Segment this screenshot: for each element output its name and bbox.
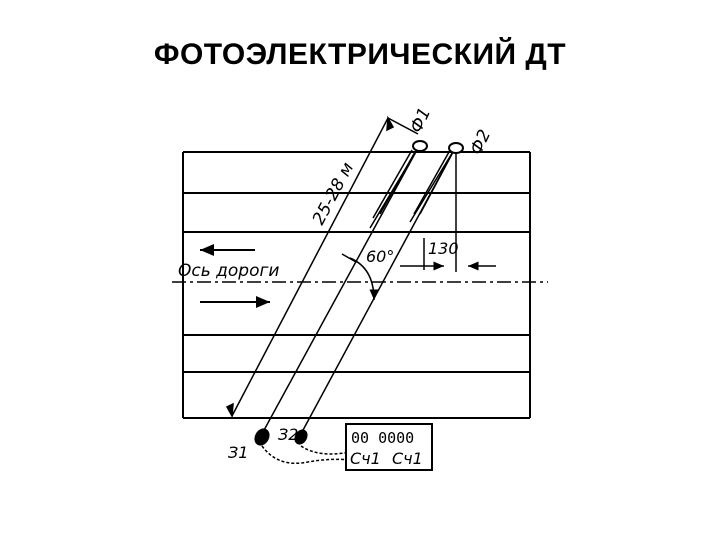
traffic-direction-arrows [200,244,270,308]
wire-z1 [261,445,351,464]
counter-block [345,423,433,471]
label-f2: Ф2 [466,127,495,159]
counter-digits: 00 0000 [351,429,414,447]
label-sch2: Сч1 [392,449,423,468]
wire-z2 [300,445,351,455]
label-sch1: Сч1 [350,449,381,468]
label-z2: З2 [278,425,298,444]
label-f1: Ф1 [406,105,435,137]
lane-lines [183,192,530,373]
photocell-f2 [448,142,464,154]
light-source-z2 [294,429,308,445]
distance-dimension [225,115,419,419]
label-offset: 130 [428,239,459,258]
light-source-z1 [254,428,270,446]
angle-marker [341,253,379,301]
light-beams [262,147,455,433]
label-road-axis: Ось дороги [178,261,279,281]
offset-dimension [400,238,496,271]
label-angle: 60° [366,247,394,266]
slide-title: ФОТОЭЛЕКТРИЧЕСКИЙ ДТ [153,38,567,71]
road-outline [182,151,531,419]
photocell-f1 [412,140,428,152]
label-z1: З1 [228,443,248,462]
